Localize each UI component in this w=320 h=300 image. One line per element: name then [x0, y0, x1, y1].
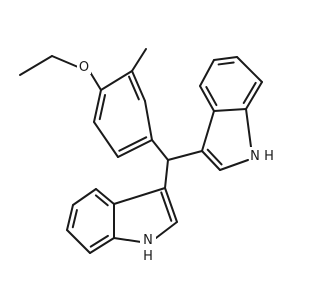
bond-indole-lower — [89, 237, 115, 254]
bond-indole-lower-inner — [89, 234, 109, 248]
atom-o-label: O — [79, 60, 89, 75]
bond-indole-upper-inner — [242, 81, 257, 105]
bond-indole-upper — [236, 56, 263, 83]
bond-ring-a — [93, 121, 119, 158]
bond-indole-upper — [245, 81, 263, 110]
bond-aryl-methine — [151, 139, 169, 161]
bond-ethyl-ch3 — [19, 55, 53, 76]
bond-ring-a — [131, 70, 146, 102]
atom-o-bg — [77, 58, 91, 74]
bond-indole-lower — [95, 188, 115, 205]
atom-labels: O N H N H — [77, 58, 279, 264]
bond-ethyl-ch2-o — [51, 55, 79, 68]
bond-indole-upper-inner — [206, 148, 223, 166]
bond-indole-lower — [113, 187, 166, 205]
bond-lines — [19, 48, 263, 254]
bond-indole-lower-inner — [71, 209, 78, 229]
bond-indole-upper-inner — [205, 86, 218, 107]
bond-indole-lower — [66, 229, 91, 254]
bond-methine-indole-upper — [167, 150, 203, 161]
bond-methine-indole-lower — [164, 159, 169, 189]
bond-indole-lower-inner — [160, 191, 173, 222]
bond-indole-lower — [66, 204, 74, 231]
bond-indole-upper — [201, 150, 221, 171]
bond-ring-a — [93, 89, 102, 123]
bond-indole-lower-inner — [94, 194, 109, 207]
bond-indole-upper-inner — [217, 61, 235, 66]
atom-h-upper-label: H — [264, 149, 274, 164]
bond-ring-a — [117, 139, 153, 158]
bond-indole-upper — [245, 108, 252, 148]
bond-indole-lower — [72, 188, 97, 206]
bond-indole-lower — [164, 187, 178, 223]
bond-indole-upper — [213, 108, 247, 112]
bond-indole-upper — [199, 85, 215, 112]
bond-indole-lower — [113, 237, 142, 243]
atom-n-lower-label: N — [143, 233, 153, 248]
bond-o-aryl — [89, 71, 102, 91]
atom-nh-upper-bg — [249, 147, 279, 163]
bond-ring-a-inner — [118, 136, 148, 152]
bond-indole-lower — [155, 221, 178, 239]
bond-methyl — [131, 48, 147, 72]
bond-ring-a — [144, 100, 153, 141]
atom-n-upper-label: N — [250, 149, 260, 164]
bond-ring-a — [100, 70, 133, 91]
bond-indole-upper — [201, 110, 215, 152]
bond-indole-upper — [213, 56, 238, 61]
atom-h-lower-label: H — [143, 249, 153, 264]
molecule-structure: O N H N H — [19, 48, 279, 264]
atom-nh-lower-bg — [140, 232, 156, 264]
bond-indole-upper — [219, 159, 249, 171]
bond-ring-a-inner — [128, 75, 140, 101]
bond-ring-a-inner — [98, 93, 107, 121]
bond-indole-upper — [199, 59, 215, 87]
